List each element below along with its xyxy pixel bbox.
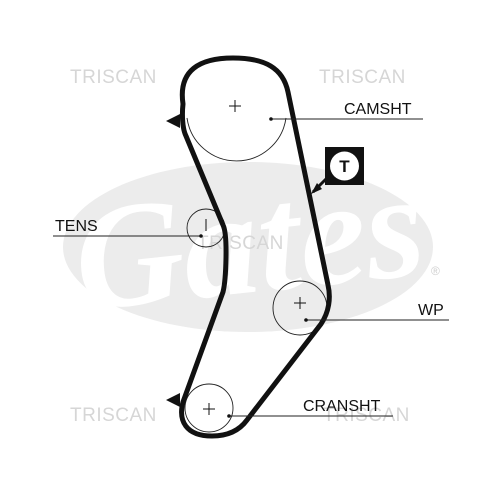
tensioner-label: TENS (55, 218, 98, 235)
belt-arrow-camshaft-icon (166, 114, 180, 128)
watermark-top-left: TRISCAN (70, 67, 157, 88)
camshaft-pulley (186, 100, 287, 162)
badge-letter: T (339, 157, 350, 176)
watermark-bottom-left: TRISCAN (70, 405, 157, 426)
logo-text: Gates (66, 141, 431, 343)
camshaft-label: CAMSHT (344, 101, 412, 118)
belt-arrow-crankshaft-icon (166, 393, 180, 407)
crankshaft-pulley-rim (184, 383, 234, 433)
camshaft-pulley-rim (186, 117, 287, 162)
gates-logo: Gates ® (63, 141, 440, 343)
crankshaft-pulley (184, 383, 234, 433)
badge-circle (330, 151, 359, 181)
registered-mark: ® (431, 264, 440, 278)
timing-belt (179, 55, 332, 439)
watermark-center: TRISCAN (197, 233, 284, 254)
logo-ellipse (63, 162, 433, 332)
tensioner-badge: T (311, 147, 364, 194)
crankshaft-label: CRANSHT (303, 398, 381, 415)
watermark-top-right: TRISCAN (319, 67, 406, 88)
water-pump-label: WP (418, 302, 444, 319)
